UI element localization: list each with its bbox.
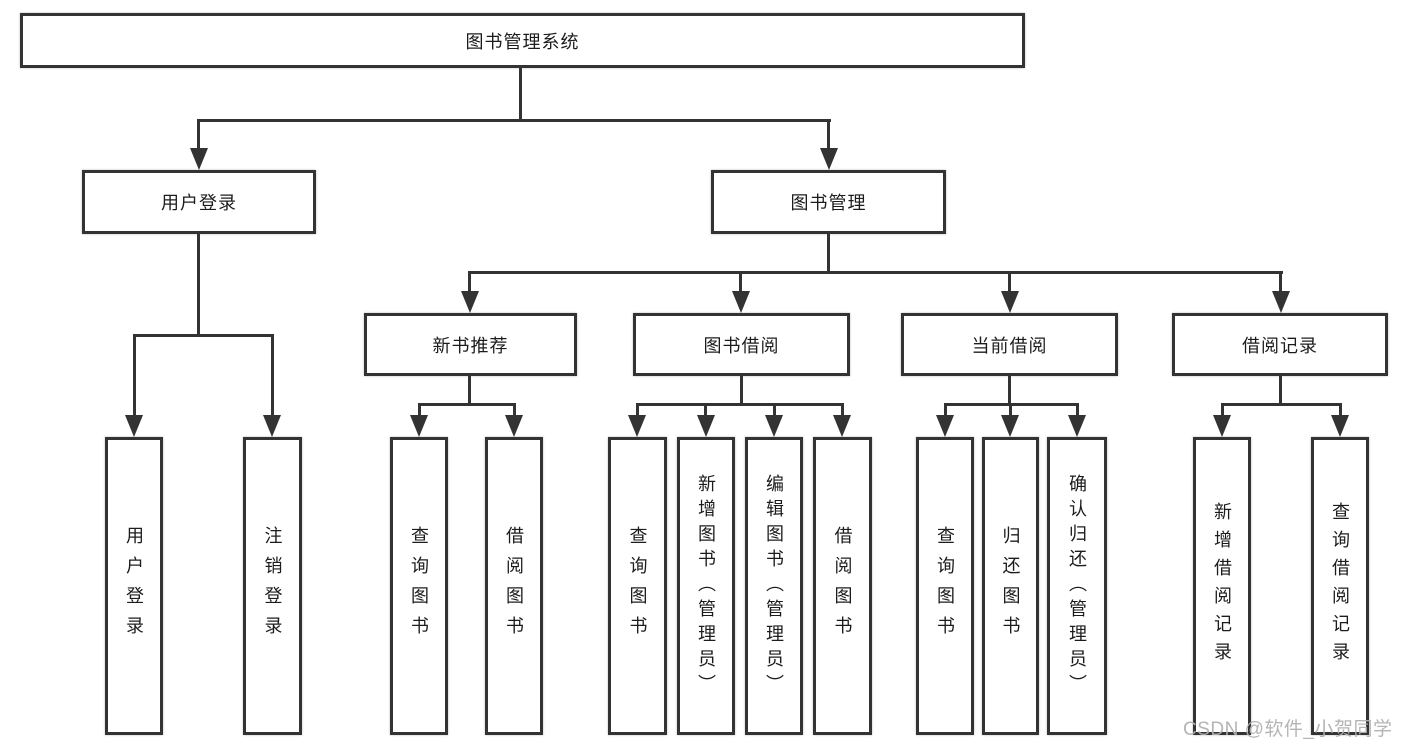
leaf-br-query-record-label: 查询借阅记录 <box>1330 502 1350 670</box>
leaf-nbr-query-books: 查询图书 <box>390 437 448 735</box>
node-new-book-recommend: 新书推荐 <box>364 313 577 376</box>
connector-line <box>740 376 743 406</box>
connector-line <box>1279 376 1282 406</box>
node-book-borrow: 图书借阅 <box>633 313 850 376</box>
connector-line <box>468 271 471 293</box>
connector-line <box>1008 376 1011 406</box>
node-book-management-label: 图书管理 <box>790 193 867 213</box>
arrow-down-icon <box>765 415 783 437</box>
arrow-down-icon <box>190 148 208 170</box>
arrow-down-icon <box>505 415 523 437</box>
connector-line <box>1221 403 1224 417</box>
connector-line <box>773 403 776 417</box>
connector-line <box>469 271 1283 274</box>
node-user-login: 用户登录 <box>82 170 316 234</box>
arrow-down-icon <box>732 291 750 313</box>
leaf-cb-query-books-label: 查询图书 <box>935 526 955 646</box>
arrow-down-icon <box>833 415 851 437</box>
arrow-down-icon <box>263 415 281 437</box>
connector-line <box>271 334 274 415</box>
connector-line <box>468 376 471 406</box>
arrow-down-icon <box>410 415 428 437</box>
leaf-bb-query-books-label: 查询图书 <box>627 526 648 646</box>
connector-line <box>197 119 200 152</box>
node-current-borrow-label: 当前借阅 <box>971 335 1048 356</box>
leaf-bb-edit-books-admin: 编辑图书（管理员） <box>745 437 803 735</box>
connector-line <box>198 119 831 122</box>
arrow-down-icon <box>1001 291 1019 313</box>
arrow-down-icon <box>1272 291 1290 313</box>
node-book-management: 图书管理 <box>711 170 946 234</box>
leaf-nbr-borrow-books-label: 借阅图书 <box>504 526 524 646</box>
node-user-login-label: 用户登录 <box>161 193 237 213</box>
connector-line <box>134 334 274 337</box>
arrow-down-icon <box>461 291 479 313</box>
connector-line <box>1076 403 1079 417</box>
node-root-label: 图书管理系统 <box>465 31 580 52</box>
connector-line <box>636 403 844 406</box>
connector-line <box>704 403 707 417</box>
leaf-user-login: 用户登录 <box>105 437 163 735</box>
leaf-logout: 注销登录 <box>243 437 302 735</box>
leaf-cb-query-books: 查询图书 <box>916 437 974 735</box>
leaf-cb-confirm-return-admin: 确认归还（管理员） <box>1047 437 1107 735</box>
connector-line <box>1009 403 1012 417</box>
connector-line <box>739 271 742 293</box>
leaf-bb-edit-books-admin-label: 编辑图书（管理员） <box>764 473 784 699</box>
leaf-bb-add-books-admin: 新增图书（管理员） <box>677 437 735 735</box>
leaf-user-login-label: 用户登录 <box>124 526 144 646</box>
connector-line <box>827 119 830 152</box>
arrow-down-icon <box>628 415 646 437</box>
connector-line <box>944 403 947 417</box>
leaf-br-add-record: 新增借阅记录 <box>1193 437 1251 735</box>
leaf-nbr-query-books-label: 查询图书 <box>409 526 429 646</box>
arrow-down-icon <box>1068 415 1086 437</box>
leaf-cb-return-books-label: 归还图书 <box>1000 526 1021 646</box>
connector-line <box>513 403 516 417</box>
leaf-cb-confirm-return-admin-label: 确认归还（管理员） <box>1067 473 1087 699</box>
arrow-down-icon <box>820 148 838 170</box>
leaf-br-query-record: 查询借阅记录 <box>1311 437 1369 735</box>
leaf-logout-label: 注销登录 <box>262 526 283 646</box>
connector-line <box>841 403 844 417</box>
leaf-bb-borrow-books-label: 借阅图书 <box>832 526 853 646</box>
node-current-borrow: 当前借阅 <box>901 313 1118 376</box>
arrow-down-icon <box>936 415 954 437</box>
leaf-bb-query-books: 查询图书 <box>608 437 667 735</box>
connector-line <box>418 403 516 406</box>
arrow-down-icon <box>1331 415 1349 437</box>
leaf-br-add-record-label: 新增借阅记录 <box>1212 502 1232 670</box>
arrow-down-icon <box>125 415 143 437</box>
leaf-bb-borrow-books: 借阅图书 <box>813 437 872 735</box>
arrow-down-icon <box>697 415 715 437</box>
leaf-bb-add-books-admin-label: 新增图书（管理员） <box>696 473 716 699</box>
node-book-borrow-label: 图书借阅 <box>703 335 780 356</box>
leaf-cb-return-books: 归还图书 <box>982 437 1039 735</box>
connector-line <box>636 403 639 417</box>
node-borrow-records-label: 借阅记录 <box>1242 335 1318 356</box>
connector-line <box>519 68 522 122</box>
arrow-down-icon <box>1213 415 1231 437</box>
connector-line <box>827 234 830 274</box>
arrow-down-icon <box>1001 415 1019 437</box>
connector-line <box>1221 403 1342 406</box>
connector-line <box>133 334 136 415</box>
watermark: CSDN @软件_小贺同学 <box>1183 719 1393 740</box>
connector-line <box>197 234 200 337</box>
connector-line <box>1339 403 1342 417</box>
node-new-book-recommend-label: 新书推荐 <box>432 335 509 356</box>
connector-line <box>1008 271 1011 293</box>
connector-line <box>1279 271 1282 293</box>
node-root: 图书管理系统 <box>20 13 1025 68</box>
connector-line <box>418 403 421 417</box>
leaf-nbr-borrow-books: 借阅图书 <box>485 437 543 735</box>
node-borrow-records: 借阅记录 <box>1172 313 1388 376</box>
